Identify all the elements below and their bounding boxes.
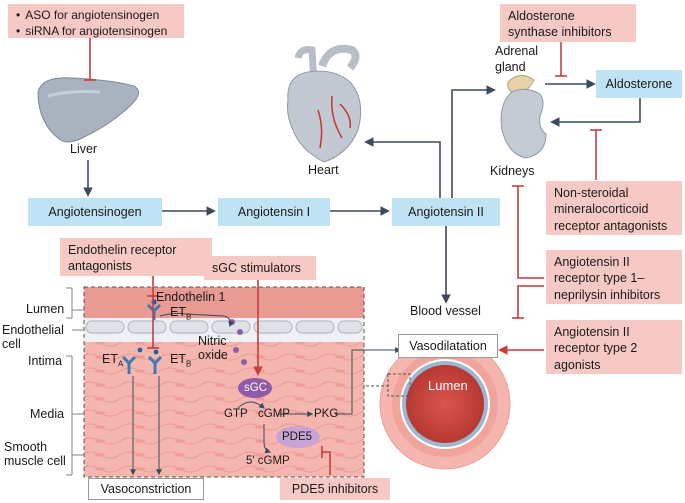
aso-sirna-box: ASO for angiotensinogen siRNA for angiot… xyxy=(8,4,184,38)
at2-agonists-box: Angiotensin II receptor type 2 agonists xyxy=(546,320,682,374)
blood-vessel-label: Blood vessel xyxy=(410,304,481,318)
endothelin-receptor-antagonists-box: Endothelin receptor antagonists xyxy=(60,238,212,276)
layer-brackets xyxy=(66,287,84,476)
lumen-layer-label: Lumen xyxy=(26,302,65,316)
media-label: Media xyxy=(30,407,65,421)
etb-top-label: ETB xyxy=(170,305,192,322)
pde5-label: PDE5 xyxy=(282,431,313,443)
heart-label: Heart xyxy=(308,163,339,177)
aldosterone-box: Aldosterone xyxy=(596,70,682,98)
aso-item: ASO for angiotensinogen xyxy=(16,8,176,24)
heart-illustration xyxy=(287,44,362,163)
angiotensinogen-box: Angiotensinogen xyxy=(28,198,162,226)
vasodilatation-box: Vasodilatation xyxy=(398,334,498,358)
pde5-enzyme xyxy=(276,426,320,448)
five-cgmp-label: 5′ cGMP xyxy=(246,455,290,467)
aldosterone-synthase-inhibitors-box: Aldosterone synthase inhibitors xyxy=(500,4,636,42)
liver-illustration xyxy=(37,77,139,143)
receptor-eta xyxy=(121,355,137,374)
smooth-muscle-cell-label: Smooth muscle cell xyxy=(4,440,66,469)
intima-label: Intima xyxy=(28,354,63,368)
nitric-oxide-label: Nitric oxide xyxy=(198,334,228,363)
pkg-label: PKG xyxy=(314,408,339,420)
blood-vessel-cross-section xyxy=(366,338,511,470)
receptor-etb xyxy=(147,355,163,374)
kidney-illustration xyxy=(500,75,547,159)
eta-label: ETA xyxy=(102,352,124,369)
adrenal-gland-label: Adrenal gland xyxy=(495,44,539,74)
pde5-inhibitors-box: PDE5 inhibitors xyxy=(280,478,390,500)
arni-box: Angiotensin II receptor type 1– neprilys… xyxy=(546,250,682,304)
receptor-etb-top xyxy=(146,303,162,320)
cgmp-label: cGMP xyxy=(258,408,290,420)
sirna-item: siRNA for angiotensinogen xyxy=(16,24,176,40)
non-steroidal-mra-box: Non-steroidal mineralocorticoid receptor… xyxy=(546,181,682,235)
endothelial-cell-label: Endothelial cell xyxy=(2,323,64,352)
vessel-wall-panel xyxy=(83,286,365,478)
angiotensin-1-box: Angiotensin I xyxy=(218,198,330,226)
gtp-label: GTP xyxy=(224,408,248,420)
vessel-lumen-label: Lumen xyxy=(428,378,468,393)
sgc-label: sGC xyxy=(244,382,267,394)
liver-label: Liver xyxy=(70,142,98,156)
kidneys-label: Kidneys xyxy=(490,164,535,178)
sgc-enzyme xyxy=(238,378,272,398)
sgc-stimulators-box: sGC stimulators xyxy=(204,256,316,280)
endothelin-1-label: Endothelin 1 xyxy=(156,290,226,304)
angiotensin-2-box: Angiotensin II xyxy=(392,198,500,226)
vasoconstriction-box: Vasoconstriction xyxy=(88,478,204,500)
etb-label: ETB xyxy=(170,352,192,369)
